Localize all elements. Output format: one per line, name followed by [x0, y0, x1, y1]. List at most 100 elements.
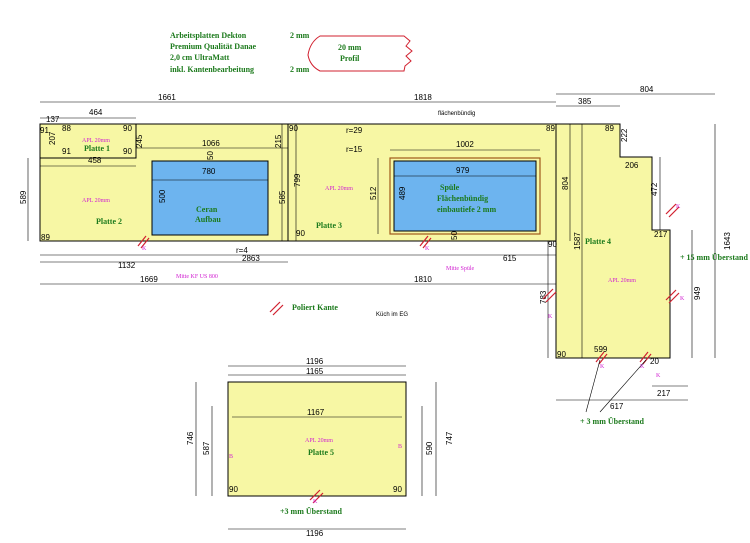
ceran-cutout [151, 160, 269, 236]
dim-617: 617 [610, 402, 624, 411]
dim-385: 385 [578, 97, 592, 106]
profile-label: Profil [340, 54, 360, 63]
corner-89-c: 89 [605, 124, 614, 133]
dim-50b: 50 [450, 231, 459, 240]
corner-90-e: 90 [548, 240, 557, 249]
note-mitte-spuele: Mitte Spüle [446, 266, 475, 272]
plate-1-name: Platte 1 [84, 144, 110, 153]
edge-b-1: B [229, 454, 233, 460]
plate-5-name: Platte 5 [308, 448, 334, 457]
dim-489: 489 [398, 186, 407, 200]
dim-472: 472 [650, 182, 659, 196]
dim-1002: 1002 [456, 140, 474, 149]
profile-shape [307, 35, 413, 72]
corner-91-b: 91 [62, 147, 71, 156]
sink-label-2: Flächenbündig [437, 194, 488, 203]
dim-979: 979 [456, 166, 470, 175]
dim-458: 458 [88, 156, 102, 165]
plate-5 [227, 381, 407, 497]
header-line-3: 2,0 cm UltraMatt [170, 53, 230, 62]
plate-1-material: APL 20mm [82, 138, 110, 144]
corner-90-p5b: 90 [393, 485, 402, 494]
edge-k-7: K [640, 364, 645, 370]
sink-outer-edge [389, 157, 541, 235]
header-value-4: 2 mm [290, 65, 310, 74]
dim-780: 780 [202, 167, 216, 176]
plate-3-name: Platte 3 [316, 221, 342, 230]
edge-k-9: K [313, 499, 318, 505]
header-block: Arbeitsplatten Dekton Premium Qualität D… [170, 31, 413, 74]
corner-90-a: 90 [123, 124, 132, 133]
plate-4 [555, 123, 671, 359]
note-kuech-im-eg: Küch im EG [376, 312, 408, 318]
dim-747: 747 [445, 431, 454, 445]
edge-k-6: K [600, 364, 605, 370]
edge-k-2: K [425, 246, 430, 252]
dim-1643: 1643 [723, 232, 732, 250]
dim-1818: 1818 [414, 93, 432, 102]
dim-1587: 1587 [573, 232, 582, 250]
note-flaechenbuendig: flächenbündig [438, 111, 475, 117]
header-line-4: inkl. Kantenbearbeitung [170, 65, 254, 74]
note-poliert-kante: Poliert Kante [292, 303, 338, 312]
dim-137: 137 [46, 115, 60, 124]
plate-5-material: APL 20mm [305, 438, 333, 444]
dim-783: 783 [539, 290, 548, 304]
dim-1132: 1132 [118, 261, 136, 270]
plate-4-material: APL 20mm [608, 278, 636, 284]
header-line-2: Premium Qualität Danae [170, 42, 257, 51]
dim-590: 590 [425, 441, 434, 455]
dim-1196b: 1196 [306, 529, 324, 538]
sink-label-1: Spüle [440, 183, 460, 192]
edge-k-5: K [676, 204, 681, 210]
dim-1066: 1066 [202, 139, 220, 148]
dim-599: 599 [594, 345, 608, 354]
dim-512: 512 [369, 186, 378, 200]
dim-50: 50 [206, 151, 215, 160]
sink-cutout [393, 160, 537, 232]
dim-r4: r=4 [236, 246, 248, 255]
note-ueberstand-3a: + 3 mm Überstand [580, 417, 644, 426]
corner-91-a: 91 [40, 126, 49, 135]
header-value-1: 2 mm [290, 31, 310, 40]
dim-20: 20 [650, 357, 659, 366]
header-line-1: Arbeitsplatten Dekton [170, 31, 247, 40]
dim-217b: 217 [657, 389, 671, 398]
note-ueberstand-15: + 15 mm Überstand [680, 253, 748, 262]
dim-1669: 1669 [140, 275, 158, 284]
dim-245: 245 [135, 134, 144, 148]
plate-4-name: Platte 4 [585, 237, 611, 246]
dimension-lines [27, 93, 716, 530]
dim-464: 464 [89, 108, 103, 117]
sink-label-3: einbautiefe 2 mm [437, 205, 496, 214]
edge-k-8: K [656, 373, 661, 379]
plate-2-name: Platte 2 [96, 217, 122, 226]
dim-587: 587 [202, 441, 211, 455]
dim-206: 206 [625, 161, 639, 170]
ceran-label-1: Ceran [196, 205, 218, 214]
dim-589: 589 [19, 190, 28, 204]
edge-k-1: K [142, 246, 147, 252]
edge-k-4: K [680, 296, 685, 302]
dim-949: 949 [693, 286, 702, 300]
dim-804: 804 [640, 85, 654, 94]
dim-804b: 804 [561, 176, 570, 190]
corner-90-f: 90 [557, 350, 566, 359]
dim-1661: 1661 [158, 93, 176, 102]
corner-90-c: 90 [289, 124, 298, 133]
dim-r15: r=15 [346, 145, 363, 154]
corner-90-b: 90 [123, 147, 132, 156]
polished-edge-marks [137, 203, 680, 504]
note-mitte-kf: Mitte KF US 800 [176, 274, 218, 280]
corner-90-d: 90 [296, 229, 305, 238]
dim-r29: r=29 [346, 126, 363, 135]
dim-207: 207 [48, 131, 57, 145]
dim-1165: 1165 [306, 367, 324, 376]
profile-value: 20 mm [338, 43, 362, 52]
corner-88: 88 [62, 124, 71, 133]
corner-90-p5a: 90 [229, 485, 238, 494]
dim-217a: 217 [654, 230, 668, 239]
dim-799: 799 [293, 173, 302, 187]
dim-615: 615 [503, 254, 517, 263]
